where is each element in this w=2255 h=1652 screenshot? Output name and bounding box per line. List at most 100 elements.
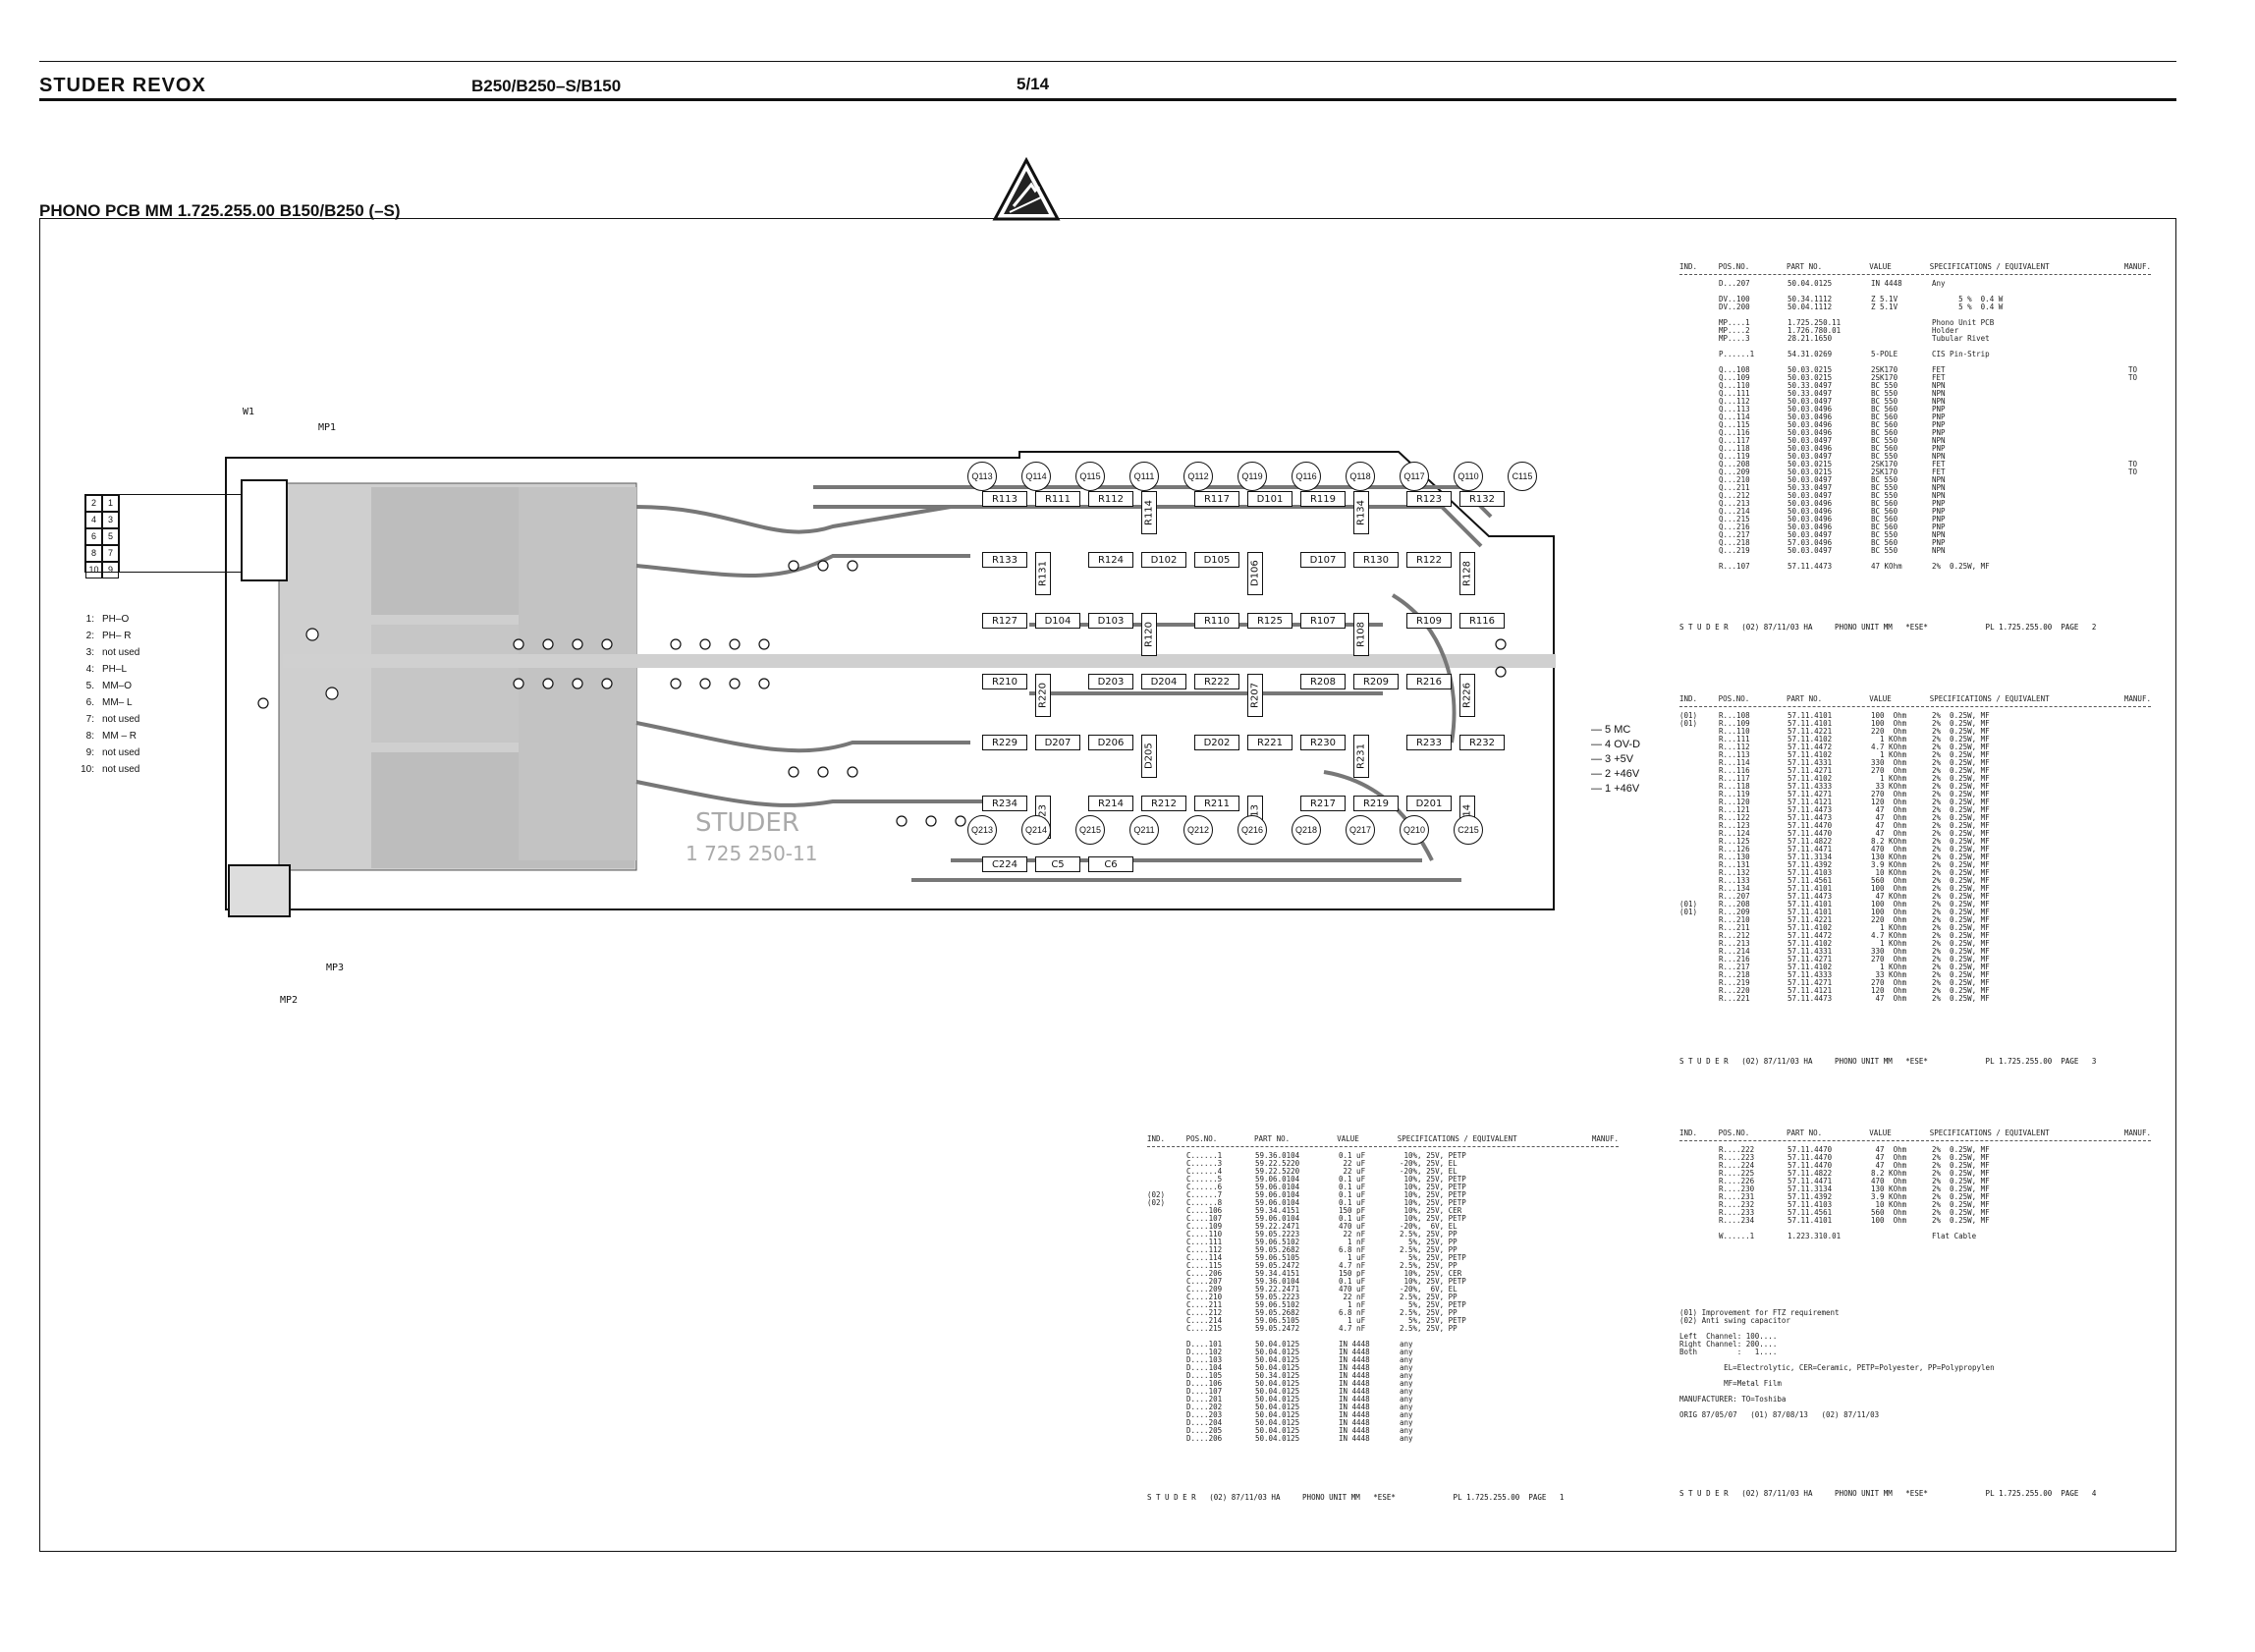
column-header: POS.NO. [1718,262,1750,271]
header-rule-top [39,61,2176,62]
column-header: VALUE [1869,1129,1892,1137]
transistor-q113: Q113 [967,462,997,491]
table-row [1679,358,2151,366]
transistor-q212: Q212 [1183,815,1213,845]
transistor-c215: C215 [1454,815,1483,845]
label-mp1: MP1 [318,422,337,433]
table-row [1679,555,2151,563]
component-r222: R222 [1194,674,1239,689]
diagram-title: PHONO PCB MM 1.725.255.00 B150/B250 (–S) [39,201,401,220]
component-d102: D102 [1141,552,1186,568]
component-r114: R114 [1141,491,1157,534]
pin-legend-item: 3:not used [85,647,140,658]
transistor-q117: Q117 [1400,462,1429,491]
component-r229: R229 [982,735,1027,750]
column-header: MANUF. [2123,1129,2151,1137]
p1-connector-pins: — 5 MC— 4 OV-D— 3 +5V— 2 +46V— 1 +46V [1591,723,1640,797]
p1-pin: — 2 +46V [1591,768,1640,780]
column-header: POS.NO. [1718,1129,1750,1137]
column-header: PART NO. [1787,262,1823,271]
transistor-q214: Q214 [1021,815,1051,845]
component-d204: D204 [1141,674,1186,689]
component-d105: D105 [1194,552,1239,568]
p1-pin: — 4 OV-D [1591,739,1641,750]
table-row [1679,288,2151,296]
page3-footer: S T U D E R (02) 87/11/03 HA PHONO UNIT … [1679,1057,2097,1066]
component-d104: D104 [1035,613,1080,629]
component-r211: R211 [1194,796,1239,811]
component-d106: D106 [1247,552,1263,595]
column-header: IND. [1147,1134,1166,1143]
transistor-q119: Q119 [1238,462,1267,491]
pin-legend-item: 4:PH–L [85,664,128,675]
flat-cable [118,494,242,573]
column-header: POS.NO. [1185,1134,1218,1143]
board-header-socket [241,479,288,581]
component-r214: R214 [1088,796,1133,811]
column-header: PART NO. [1254,1134,1291,1143]
table-note: Right Channel: 200.... [1679,1340,1778,1349]
component-r128: R128 [1459,552,1475,595]
component-r112: R112 [1088,491,1133,507]
component-r208: R208 [1300,674,1346,689]
component-r219: R219 [1353,796,1399,811]
label-w1: W1 [243,407,255,417]
component-r120: R120 [1141,613,1157,656]
transistor-q211: Q211 [1129,815,1159,845]
pin-legend-item: 7:not used [85,714,140,725]
transistor-q218: Q218 [1292,815,1321,845]
component-r232: R232 [1459,735,1505,750]
component-r216: R216 [1406,674,1452,689]
pin-legend-item: 6.MM– L [85,697,133,708]
column-header: VALUE [1337,1134,1359,1143]
transistor-q110: Q110 [1454,462,1483,491]
component-r123: R123 [1406,491,1452,507]
component-r107: R107 [1300,613,1346,629]
transistor-q112: Q112 [1183,462,1213,491]
component-r217: R217 [1300,796,1346,811]
component-d101: D101 [1247,491,1292,507]
component-r111: R111 [1035,491,1080,507]
